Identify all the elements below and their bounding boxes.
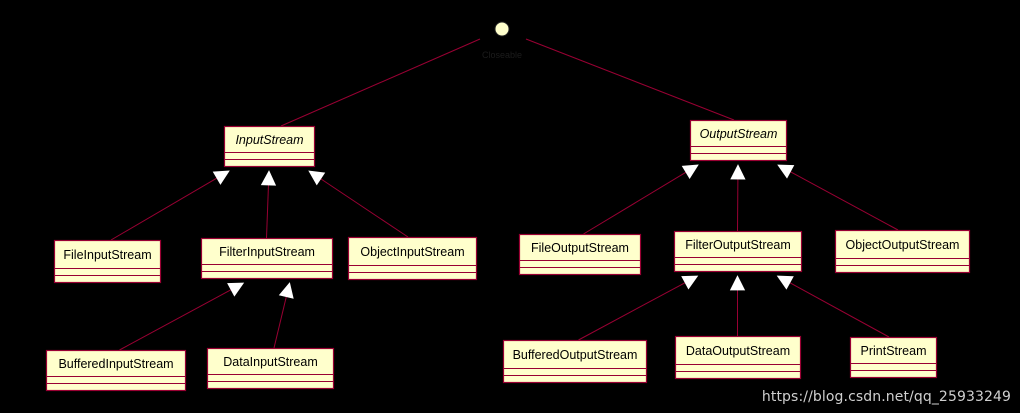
class-box-printstream[interactable]: PrintStream	[849, 336, 938, 379]
watermark-text: https://blog.csdn.net/qq_25933249	[761, 389, 1011, 405]
class-box-inputstream[interactable]: InputStream	[223, 125, 316, 168]
generalization-line-printstream	[789, 282, 890, 338]
generalization-arrowhead-icon	[730, 164, 746, 180]
class-name-label: DataOutputStream	[686, 344, 790, 358]
class-box-filteroutputstream[interactable]: FilterOutputStream	[673, 230, 803, 273]
realization-line-inputstream	[280, 38, 481, 127]
class-name-label: OutputStream	[700, 127, 778, 141]
generalization-line-bufferedinputstream	[119, 289, 232, 351]
generalization-line-objectinputstream	[320, 178, 409, 238]
realization-line-outputstream	[525, 38, 735, 121]
class-box-outputstream[interactable]: OutputStream	[689, 119, 788, 162]
class-name-label: InputStream	[235, 133, 303, 147]
class-name-label: PrintStream	[861, 344, 927, 358]
class-name-label: DataInputStream	[223, 355, 318, 369]
interface-label: Closeable	[482, 50, 522, 60]
class-name-label: BufferedOutputStream	[513, 348, 638, 362]
class-box-fileinputstream[interactable]: FileInputStream	[53, 239, 162, 284]
interface-circle-icon	[494, 21, 510, 37]
generalization-arrowhead-icon	[308, 170, 326, 186]
class-box-filterinputstream[interactable]: FilterInputStream	[200, 237, 334, 280]
class-box-objectinputstream[interactable]: ObjectInputStream	[347, 236, 478, 281]
class-name-label: FileOutputStream	[531, 241, 629, 255]
generalization-line-objectoutputstream	[790, 171, 899, 231]
generalization-arrowhead-icon	[681, 164, 699, 179]
class-name-label: FilterOutputStream	[685, 238, 791, 252]
generalization-line-fileoutputstream	[583, 171, 687, 235]
class-name-label: BufferedInputStream	[58, 357, 173, 371]
class-box-bufferedinputstream[interactable]: BufferedInputStream	[45, 349, 187, 392]
class-box-datainputstream[interactable]: DataInputStream	[206, 347, 335, 390]
generalization-arrowhead-icon	[776, 275, 794, 290]
generalization-line-bufferedoutputstream	[578, 282, 686, 341]
class-name-label: ObjectInputStream	[360, 245, 464, 259]
class-box-objectoutputstream[interactable]: ObjectOutputStream	[834, 229, 971, 274]
generalization-arrowhead-icon	[278, 282, 294, 299]
generalization-line-fileinputstream	[110, 177, 218, 241]
class-name-label: FilterInputStream	[219, 245, 315, 259]
generalization-arrowhead-icon	[260, 170, 277, 186]
class-box-bufferedoutputstream[interactable]: BufferedOutputStream	[502, 339, 648, 384]
class-name-label: FileInputStream	[63, 248, 151, 262]
interface-layer: Closeable	[482, 21, 522, 60]
generalization-arrowhead-icon	[212, 170, 230, 185]
connector-layer	[110, 38, 899, 351]
class-box-fileoutputstream[interactable]: FileOutputStream	[518, 233, 642, 276]
arrowhead-layer	[212, 164, 795, 299]
generalization-arrowhead-icon	[777, 164, 795, 179]
generalization-line-datainputstream	[273, 296, 287, 349]
class-box-dataoutputstream[interactable]: DataOutputStream	[674, 335, 802, 380]
generalization-arrowhead-icon	[729, 275, 746, 291]
generalization-arrowhead-icon	[681, 275, 699, 290]
generalization-arrowhead-icon	[227, 282, 245, 297]
generalization-line-filterinputstream	[266, 184, 269, 239]
class-name-label: ObjectOutputStream	[846, 238, 960, 252]
